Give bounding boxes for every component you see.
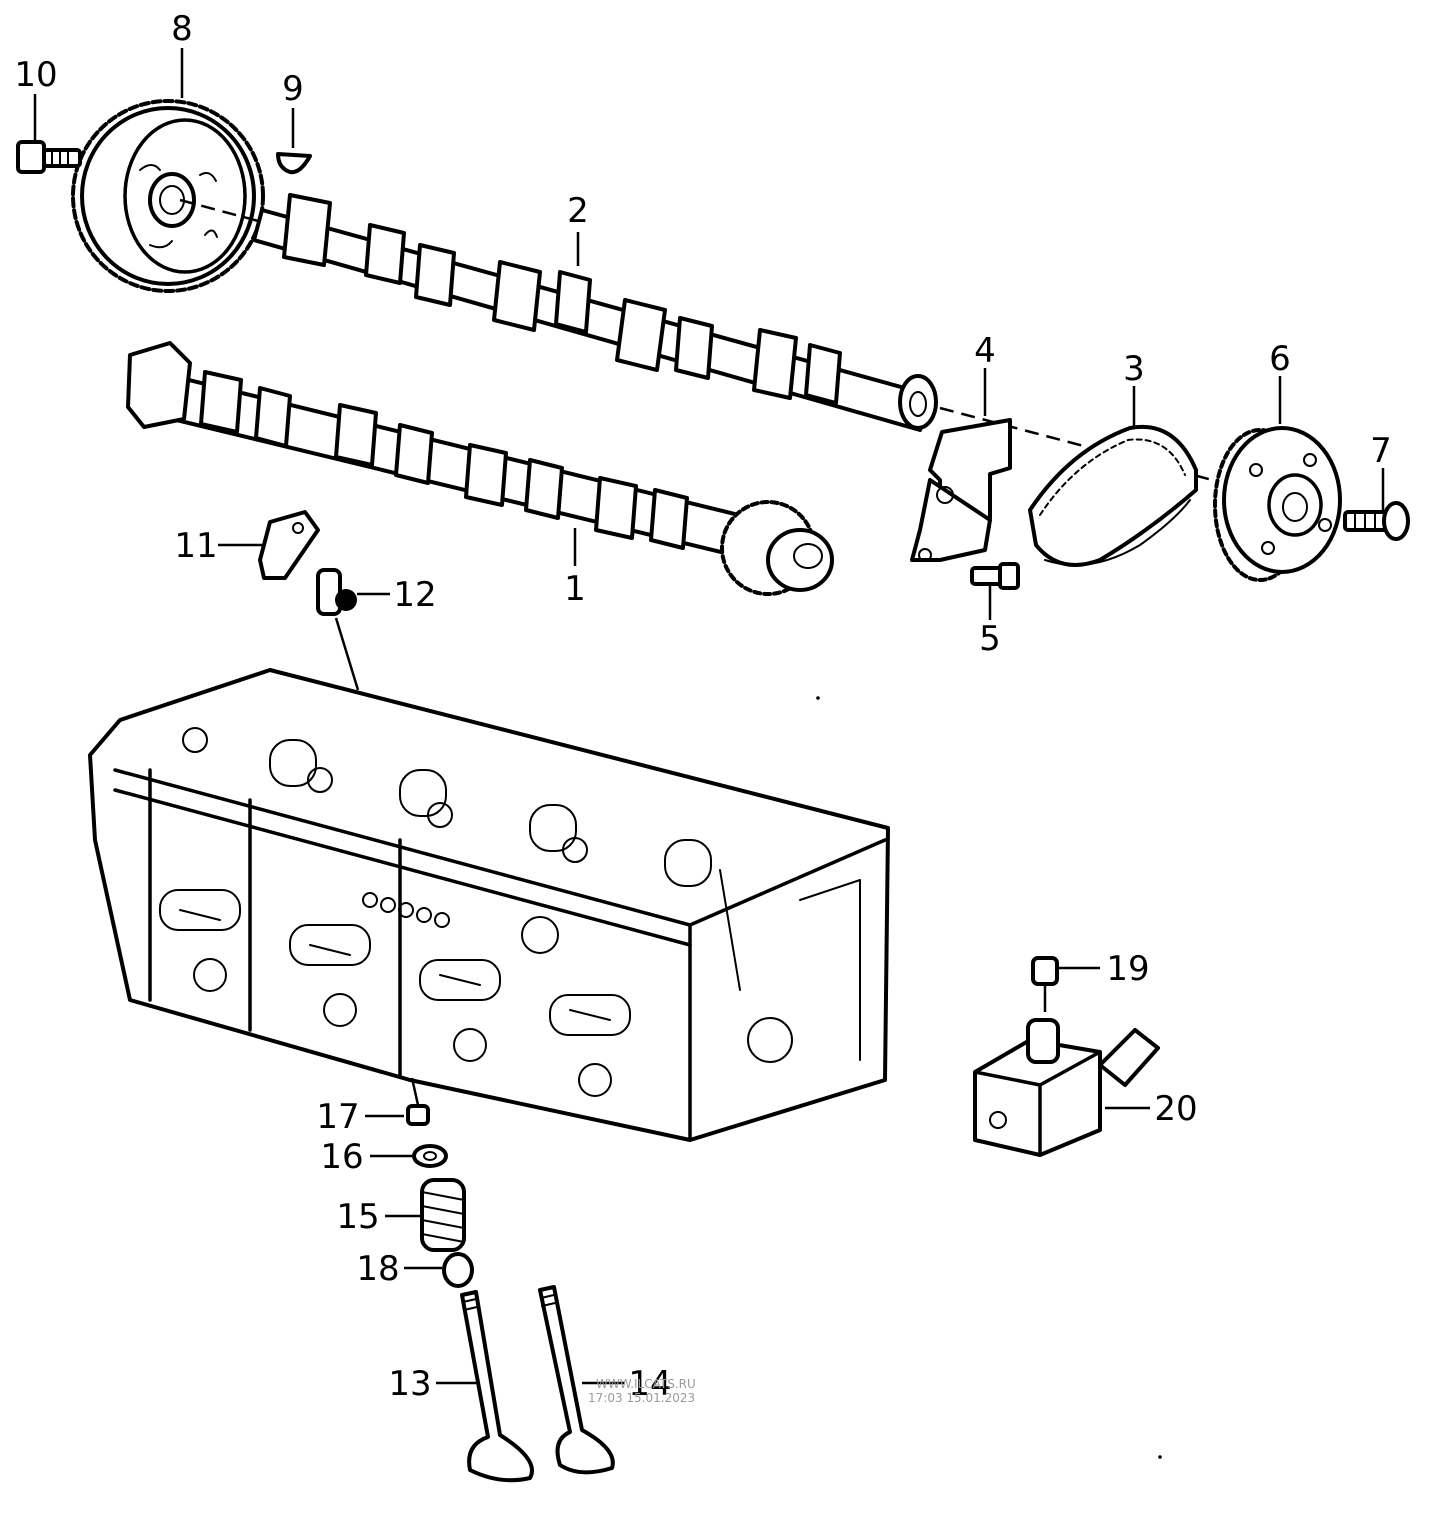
callout-18: 18 bbox=[356, 1249, 399, 1289]
dot bbox=[816, 696, 820, 700]
callout-6: 6 bbox=[1269, 339, 1291, 379]
callout-14: 14 bbox=[628, 1364, 671, 1404]
part-2-camshaft bbox=[252, 193, 938, 432]
part-12-hydraulic-lifter bbox=[316, 568, 357, 616]
part-17-valve-cotters bbox=[406, 1104, 430, 1126]
part-6-camshaft-adjuster bbox=[1213, 426, 1342, 582]
watermark-timestamp: 17:03 15.01.2023 bbox=[588, 1391, 695, 1405]
part-13-intake-valve bbox=[460, 1290, 534, 1483]
part-9-key bbox=[276, 152, 312, 175]
callout-19: 19 bbox=[1106, 949, 1149, 989]
callout-5: 5 bbox=[979, 619, 1001, 659]
callout-8: 8 bbox=[171, 9, 193, 49]
callout-16: 16 bbox=[320, 1137, 363, 1177]
callout-12: 12 bbox=[393, 575, 436, 615]
part-8-camshaft-gear bbox=[71, 99, 265, 293]
valve-guide-line bbox=[410, 1077, 420, 1106]
callout-7: 7 bbox=[1370, 431, 1392, 471]
part-4-chain-tensioner bbox=[910, 418, 1012, 562]
callout-20: 20 bbox=[1154, 1089, 1197, 1129]
leader-lines bbox=[33, 48, 1385, 1385]
part-14-exhaust-valve bbox=[538, 1285, 615, 1475]
part-20-pressure-valve-housing bbox=[973, 1018, 1160, 1157]
callout-13: 13 bbox=[388, 1364, 431, 1404]
callout-10: 10 bbox=[14, 55, 57, 95]
callout-15: 15 bbox=[336, 1197, 379, 1237]
callout-17: 17 bbox=[316, 1097, 359, 1137]
part-10-bolt bbox=[16, 140, 82, 174]
lifter-guide-line bbox=[334, 617, 360, 691]
callout-labels: 8 10 9 2 4 3 6 7 11 1 12 5 19 20 17 16 1… bbox=[14, 9, 1391, 1404]
axis-line-gear bbox=[179, 198, 263, 224]
part-15-valve-spring bbox=[420, 1178, 466, 1252]
part-18-valve-stem-seal bbox=[442, 1252, 474, 1288]
callout-2: 2 bbox=[567, 191, 589, 231]
part-7-bolt bbox=[1343, 501, 1410, 541]
part-3-timing-chain bbox=[1028, 424, 1198, 567]
callout-1: 1 bbox=[564, 569, 586, 609]
dot bbox=[1158, 1455, 1162, 1459]
watermark-site: WWW.ILCATS.RU bbox=[596, 1377, 696, 1391]
callout-9: 9 bbox=[282, 69, 304, 109]
watermark: WWW.ILCATS.RU 17:03 15.01.2023 bbox=[588, 1377, 696, 1405]
part-19-cap bbox=[1031, 956, 1059, 986]
callout-4: 4 bbox=[974, 331, 996, 371]
part-11-roller-rocker bbox=[258, 510, 320, 580]
callout-11: 11 bbox=[174, 526, 217, 566]
callout-3: 3 bbox=[1123, 349, 1145, 389]
part-5-bolt bbox=[970, 562, 1020, 590]
part-16-spring-retainer bbox=[412, 1144, 448, 1168]
cylinder-head bbox=[88, 668, 890, 1142]
part-1-camshaft bbox=[126, 341, 834, 596]
